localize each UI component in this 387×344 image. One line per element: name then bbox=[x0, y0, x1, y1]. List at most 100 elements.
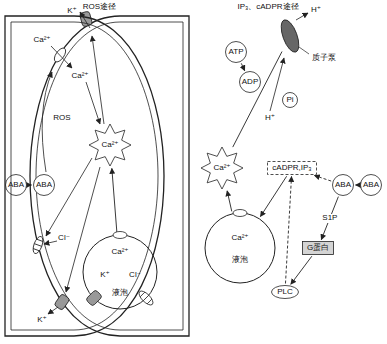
signal-arrow bbox=[314, 175, 331, 181]
vacuole: Ca²⁺K⁺Cl⁻液泡 bbox=[82, 234, 158, 310]
node-label: 质子泵 bbox=[312, 54, 336, 63]
edge-label: S1P bbox=[321, 214, 338, 223]
ion-label: Ca²⁺ bbox=[71, 72, 88, 81]
circle-outline bbox=[34, 175, 55, 196]
node-label: Pi bbox=[286, 96, 293, 105]
vacuole-shape bbox=[82, 234, 158, 310]
channel-stripe bbox=[37, 239, 43, 241]
node-label: cADPR,IP₃ bbox=[272, 164, 311, 173]
circle-outline bbox=[226, 42, 247, 63]
channel-stripe bbox=[147, 299, 152, 304]
proton-flow bbox=[270, 58, 284, 111]
phosphate-circle: Pi bbox=[282, 92, 298, 108]
aba-molecule: ABA bbox=[360, 174, 382, 196]
ion-label: H⁺ bbox=[265, 114, 275, 123]
cell-drawing bbox=[30, 11, 189, 336]
node-label: ABA bbox=[363, 181, 379, 190]
node-label: PLC bbox=[277, 288, 293, 297]
node-label: ABA bbox=[8, 181, 24, 190]
node-label: Ca²⁺ bbox=[231, 234, 248, 243]
circle-outline bbox=[361, 175, 382, 196]
vacuole-membrane bbox=[205, 213, 275, 283]
node-label: ADP bbox=[242, 78, 258, 87]
calcium-flow bbox=[86, 82, 100, 124]
pathway-label: ROS bbox=[53, 114, 70, 123]
node-label: Ca²⁺ bbox=[101, 141, 118, 150]
signal-arrow bbox=[241, 63, 244, 70]
ion-label: K⁺ bbox=[67, 7, 77, 16]
node-label: ABA bbox=[335, 181, 351, 190]
ros-arrow bbox=[42, 72, 52, 172]
aba-receptor: ABA bbox=[33, 174, 55, 196]
channel-stripe bbox=[34, 244, 42, 247]
ion-label: Cl⁻ bbox=[58, 234, 70, 243]
channel-body bbox=[137, 289, 155, 307]
star-outline bbox=[201, 147, 243, 189]
chloride-channel bbox=[137, 289, 155, 307]
signal-line bbox=[46, 158, 92, 236]
node-label: G蛋白 bbox=[307, 244, 329, 253]
cell-drawing bbox=[5, 13, 309, 336]
vacuole: Ca²⁺ 液泡 bbox=[204, 212, 276, 284]
proton-pump: 质子泵 bbox=[279, 17, 301, 55]
node-label: K⁺ bbox=[100, 271, 110, 280]
signal-line bbox=[92, 36, 104, 124]
ion-label: Ca²⁺ bbox=[33, 36, 50, 45]
channel-stripe bbox=[143, 295, 149, 301]
node-label: ROS途径 bbox=[83, 3, 116, 12]
g-protein-box: G蛋白 bbox=[302, 241, 334, 255]
chloride-channel bbox=[31, 235, 45, 255]
aba-molecule: ABA bbox=[5, 174, 27, 196]
atp-circle: ATP bbox=[225, 41, 247, 63]
vacuole-membrane bbox=[83, 235, 157, 309]
node-label: 液泡 bbox=[232, 256, 248, 265]
calcium-burst: Ca²⁺ bbox=[88, 123, 132, 167]
messenger-box: cADPR,IP₃ bbox=[267, 161, 317, 175]
signal-arrow bbox=[321, 197, 338, 240]
node-label: Ca²⁺ bbox=[213, 164, 230, 173]
node-label: ATP bbox=[229, 48, 244, 57]
box-outline bbox=[303, 242, 334, 255]
cell-wall-inner bbox=[36, 22, 183, 330]
signal-arrow bbox=[285, 176, 291, 283]
circle-outline bbox=[333, 175, 354, 196]
potassium-efflux bbox=[80, 12, 90, 28]
dashed-outline bbox=[268, 162, 317, 175]
node-label: 液泡 bbox=[112, 289, 128, 298]
circle-outline bbox=[240, 72, 261, 93]
leader-line bbox=[299, 47, 309, 54]
signal-arrow bbox=[260, 176, 286, 216]
adp-circle: ADP bbox=[239, 71, 261, 93]
signal-arrow bbox=[227, 191, 232, 211]
calcium-channel bbox=[233, 210, 247, 217]
ellipse-outline bbox=[272, 286, 299, 299]
signal-arrow bbox=[112, 168, 117, 232]
cell-wall-inner bbox=[11, 22, 158, 330]
guard-cell: IP₃、cADPR途径质子泵ATPADPPiCa²⁺cADPR,IP₃ABAG蛋… bbox=[193, 0, 387, 344]
aba-receptor: ABA bbox=[332, 174, 354, 196]
vacuole-shape bbox=[204, 212, 276, 284]
plc-ellipse: PLC bbox=[271, 285, 299, 299]
cell-mirror bbox=[5, 16, 164, 336]
channel-stripe bbox=[140, 292, 145, 297]
proton-efflux bbox=[296, 13, 308, 20]
circle-outline bbox=[6, 175, 27, 196]
calcium-influx bbox=[51, 46, 72, 68]
node-label: Ca²⁺ bbox=[111, 248, 128, 257]
circle-outline bbox=[283, 93, 298, 108]
proton-pump-shape bbox=[279, 17, 301, 55]
potassium-channel bbox=[86, 290, 103, 307]
pump-body bbox=[278, 18, 303, 55]
channel-body bbox=[31, 235, 45, 255]
calcium-burst: Ca²⁺ bbox=[200, 146, 244, 190]
signal-arrow bbox=[356, 185, 359, 186]
channel-stripe bbox=[33, 249, 39, 251]
node-label: ABA bbox=[36, 181, 52, 190]
cell-wall-outer bbox=[5, 16, 164, 336]
signal-arrow bbox=[291, 256, 312, 284]
potassium-efflux bbox=[48, 307, 58, 314]
signal-arrow bbox=[233, 52, 282, 148]
star-outline bbox=[89, 124, 131, 166]
calcium-channel bbox=[113, 232, 127, 239]
ion-label: H⁺ bbox=[311, 6, 321, 15]
